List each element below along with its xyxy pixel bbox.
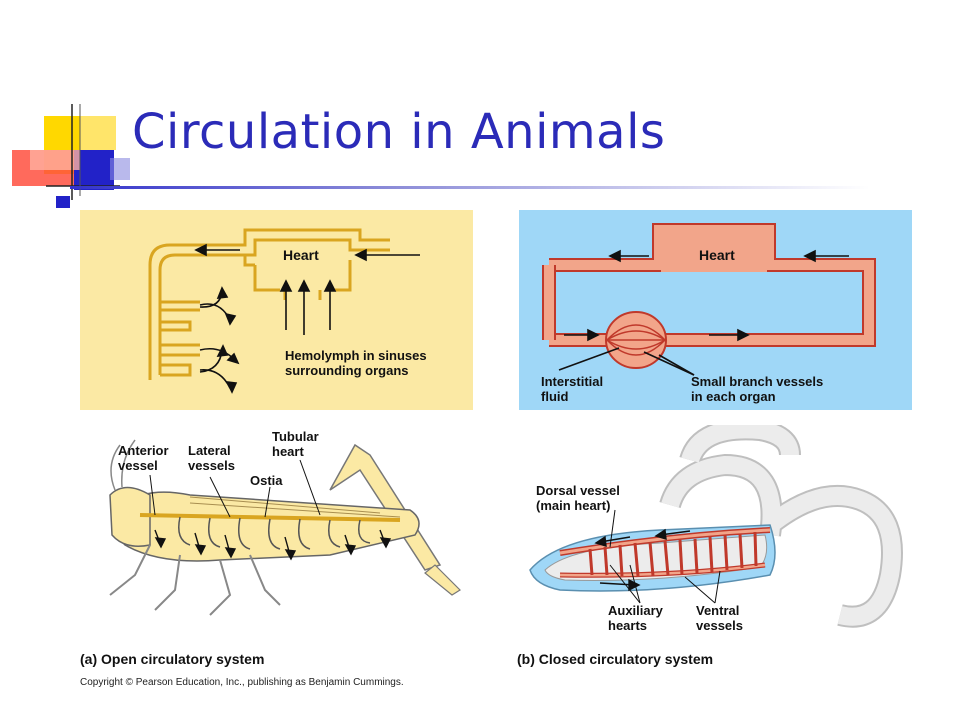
open-system-diagram: Heart Hemolymph in sinuses surrounding o… (80, 210, 473, 410)
grasshopper-illustration: Anterior vessel Lateral vessels Ostia Tu… (80, 425, 480, 640)
page-title: Circulation in Animals (132, 104, 666, 160)
anterior-vessel-label: Anterior vessel (118, 443, 169, 473)
tubular-heart-label: Tubular heart (272, 429, 319, 459)
ventral-vessels-label: Ventral vessels (696, 603, 743, 633)
closed-system-caption: (b) Closed circulatory system (517, 651, 714, 667)
ostia-label: Ostia (250, 473, 283, 488)
open-heart-label: Heart (283, 247, 319, 263)
earthworm-illustration: Dorsal vessel (main heart) Auxiliary hea… (520, 418, 920, 640)
decorative-squares (0, 0, 140, 215)
copyright-notice: Copyright © Pearson Education, Inc., pub… (80, 677, 404, 688)
closed-heart-label: Heart (699, 247, 735, 263)
closed-system-diagram: Heart Interstitial fluid Small branch ve… (519, 210, 912, 410)
lateral-vessels-label: Lateral vessels (188, 443, 235, 473)
auxiliary-hearts-label: Auxiliary hearts (608, 603, 663, 633)
small-vessels-label: Small branch vessels in each organ (691, 374, 824, 404)
interstitial-fluid-label: Interstitial fluid (541, 374, 604, 404)
title-divider (70, 186, 870, 189)
open-system-caption: (a) Open circulatory system (80, 651, 265, 667)
hemolymph-label: Hemolymph in sinuses surrounding organs (285, 348, 427, 378)
dorsal-vessel-label: Dorsal vessel (main heart) (536, 483, 620, 513)
